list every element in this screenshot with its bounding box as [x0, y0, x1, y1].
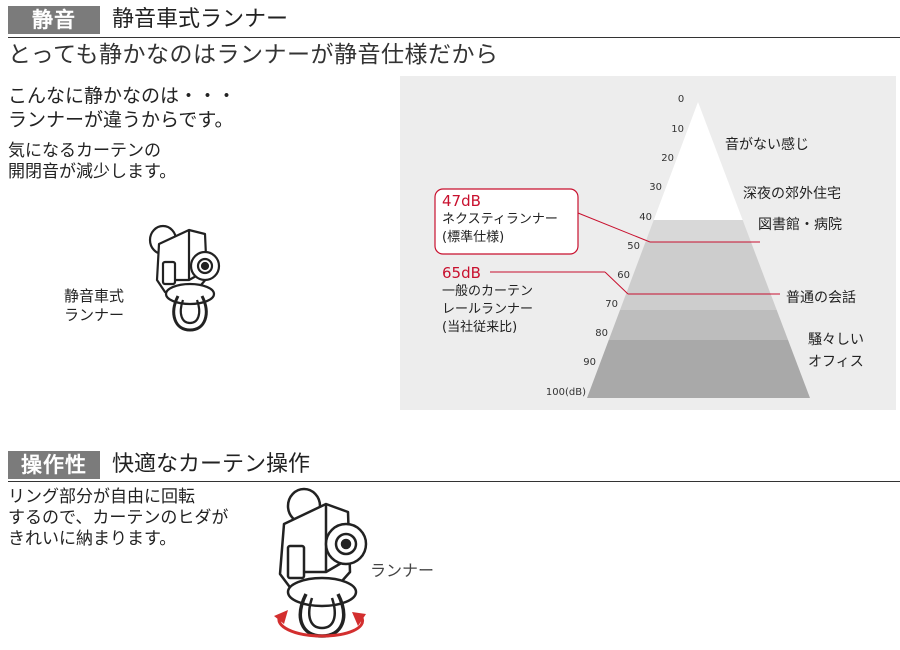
section-title-quiet: 静音車式ランナー — [112, 7, 289, 32]
section-divider — [8, 37, 900, 38]
general-level — [604, 271, 629, 295]
tick-label: 40 — [639, 212, 652, 223]
tick-label: 30 — [649, 182, 662, 193]
lead-line: こんなに静かなのは・・・ — [8, 85, 237, 107]
zone-label: 普通の会話 — [786, 290, 856, 306]
tick-label: 60 — [617, 270, 630, 281]
description-text: 気になるカーテンの 開閉音が減少します。 — [8, 141, 176, 183]
band-office — [587, 310, 810, 340]
rotating-runner-illustration — [274, 487, 368, 638]
nexty-callout-box — [434, 188, 579, 255]
zone-label-line: 騒々しい — [808, 332, 864, 348]
band-loud — [587, 340, 810, 398]
zone-label-office: 騒々しい オフィス — [808, 329, 864, 373]
nexty-callout-line: (標準仕様) — [442, 230, 505, 245]
description-line: きれいに納まります。 — [8, 529, 177, 549]
section-tag-quiet: 静音 — [8, 6, 100, 34]
operation-description: リング部分が自由に回転 するので、カーテンのヒダが きれいに納まります。 — [8, 487, 228, 550]
quiet-runner-illustration — [148, 224, 221, 332]
general-callout: 65dB 一般のカーテン レールランナー (当社従来比) — [442, 264, 533, 337]
zone-label-line: オフィス — [808, 354, 864, 370]
nexty-db-value: 47dB — [442, 192, 481, 210]
zone-label: 音がない感じ — [725, 137, 809, 153]
general-callout-line: レールランナー — [442, 302, 534, 317]
general-db-value: 65dB — [442, 264, 481, 282]
rotation-arrow-head-left — [274, 610, 288, 624]
description-line: リング部分が自由に回転 — [8, 487, 195, 507]
tick-label: 80 — [595, 328, 608, 339]
rotation-arrow-head-right — [352, 612, 366, 626]
general-callout-line: 一般のカーテン — [442, 284, 534, 299]
runner-label: ランナー — [370, 561, 435, 580]
nexty-line — [577, 212, 651, 243]
section-divider — [8, 481, 900, 482]
tick-label: 10 — [671, 124, 684, 135]
lead-text: こんなに静かなのは・・・ ランナーが違うからです。 — [8, 84, 236, 132]
nexty-callout: 47dB ネクスティランナー (標準仕様) — [442, 192, 558, 247]
runner-caption: 静音車式 ランナー — [64, 287, 124, 325]
caption-line: ランナー — [64, 306, 125, 324]
tick-label: 0 — [677, 94, 685, 105]
lead-line: ランナーが違うからです。 — [8, 109, 234, 131]
tick-label: 90 — [583, 357, 596, 368]
tick-label: 70 — [605, 299, 618, 310]
section-tag-operation: 操作性 — [8, 451, 100, 479]
description-line: 気になるカーテンの — [8, 141, 161, 161]
description-line: 開閉音が減少します。 — [8, 162, 177, 182]
noise-pyramid — [434, 102, 810, 398]
section-title-operation: 快適なカーテン操作 — [112, 452, 311, 477]
caption-line: 静音車式 — [64, 287, 125, 305]
tick-label: 20 — [661, 153, 674, 164]
nexty-callout-line: ネクスティランナー — [442, 212, 558, 227]
tick-label: 100(dB) — [545, 387, 586, 398]
description-line: するので、カーテンのヒダが — [8, 508, 229, 528]
rotation-arrow — [277, 615, 364, 638]
zone-label: 深夜の郊外住宅 — [743, 186, 841, 202]
general-callout-line: (当社従来比) — [442, 320, 518, 335]
zone-label: 図書館・病院 — [758, 217, 842, 233]
section-subtitle: とっても静かなのはランナーが静音仕様だから — [8, 42, 499, 68]
tick-label: 50 — [627, 241, 640, 252]
